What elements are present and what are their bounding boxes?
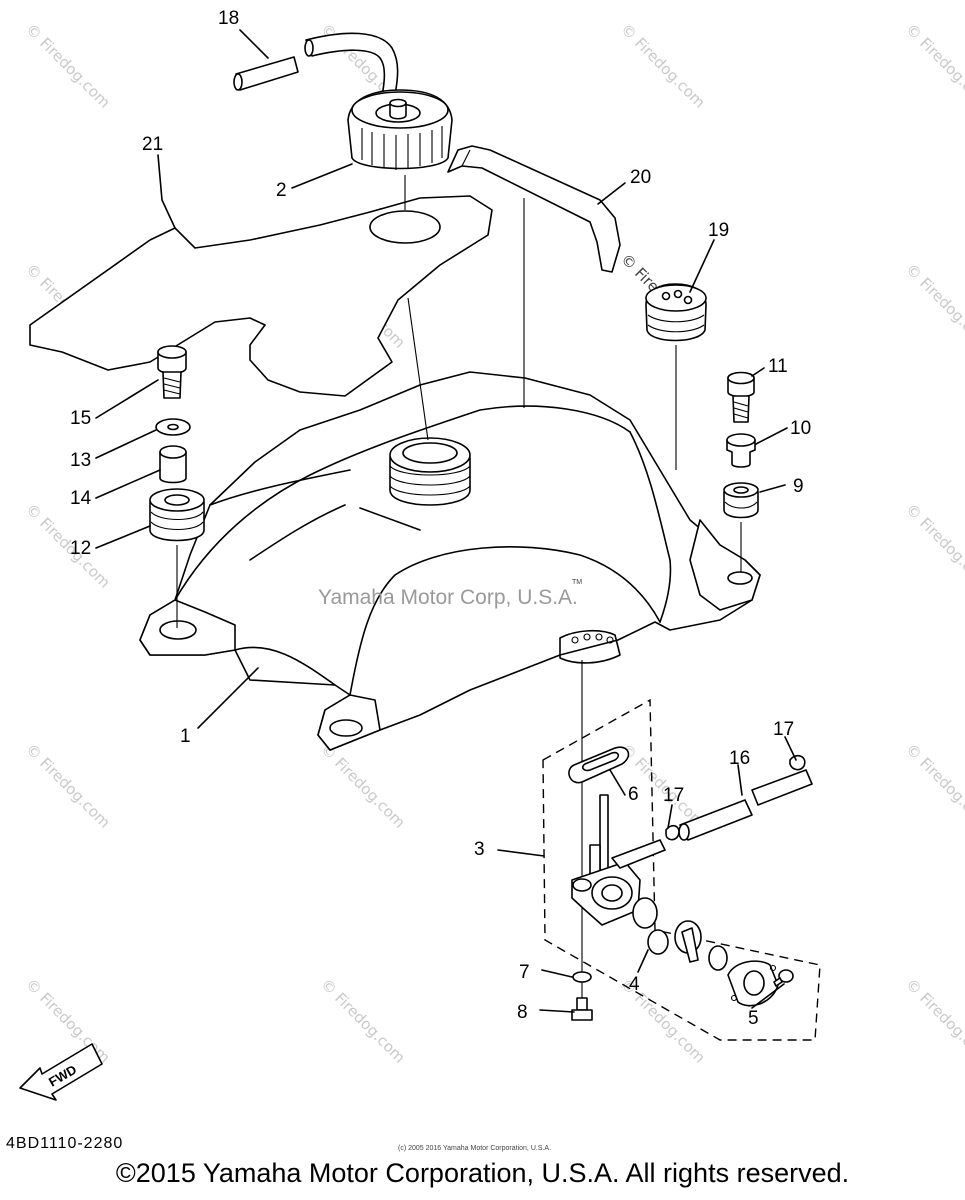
fuel-cap-2	[347, 89, 453, 170]
fwd-arrow: FWD	[19, 1043, 103, 1101]
gasket-6	[568, 746, 630, 784]
bolt-11	[727, 371, 755, 423]
tank-cover-21	[29, 195, 493, 397]
lever	[674, 920, 702, 963]
callout-9: 9	[793, 476, 804, 497]
fuel-tank-exploded-view: © Firedog.com © Firedog.com © Firedog.co…	[6, 8, 965, 1152]
watermark-text: © Firedog.com	[902, 500, 965, 592]
callout-6: 6	[628, 784, 639, 805]
watermark-text: © Firedog.com	[317, 975, 409, 1067]
callout-21: 21	[142, 134, 163, 155]
damper-9	[723, 482, 759, 519]
callout-12: 12	[70, 538, 91, 559]
callout-17: 17	[773, 719, 794, 740]
copyright-footer: ©2015 Yamaha Motor Corporation, U.S.A. A…	[115, 1158, 850, 1188]
watermark-text: © Firedog.com	[22, 975, 114, 1067]
cover-cap-hole	[369, 210, 441, 244]
callout-15: 15	[70, 408, 91, 429]
wave-washer	[708, 945, 728, 971]
leader-lines	[95, 29, 797, 1013]
watermark-text: © Firedog.com	[22, 20, 114, 112]
diagram-code: 4BD1110-2280	[6, 1135, 123, 1152]
watermark-text: © Firedog.com	[22, 740, 114, 832]
fuel-hose-16	[678, 769, 813, 841]
callout-13: 13	[70, 450, 91, 471]
screw-5	[773, 969, 794, 987]
callout-1: 1	[180, 726, 191, 747]
hose-clip-17	[665, 824, 680, 841]
callout-20: 20	[630, 167, 651, 188]
callout-17: 17	[663, 785, 684, 806]
callout-16: 16	[729, 748, 750, 769]
watermark-text: © Firedog.com	[317, 740, 409, 832]
collar-14	[159, 445, 187, 484]
drain-bolt-8	[571, 997, 593, 1021]
seal-4	[632, 897, 669, 955]
washer-7	[572, 971, 592, 983]
alignment-lines	[176, 175, 742, 1000]
watermark-text: © Firedog.com	[902, 740, 965, 832]
callout-10: 10	[790, 418, 811, 439]
callout-14: 14	[70, 488, 92, 509]
washer-13	[155, 418, 191, 436]
center-watermark: Yamaha Motor Corp, U.S.A.	[318, 586, 578, 609]
callout-19: 19	[708, 220, 729, 241]
bolt-15	[157, 345, 187, 399]
callout-7: 7	[519, 962, 530, 983]
callout-2: 2	[276, 180, 287, 201]
fuel-cock-3	[571, 794, 666, 926]
callout-5: 5	[748, 1008, 759, 1029]
callout-11: 11	[768, 356, 788, 377]
fuel-tank-1	[139, 371, 761, 751]
damper-12	[149, 488, 205, 542]
lever-plate	[727, 960, 779, 1007]
callout-labels: 1 2 3 4 5 6 7 8 9 10 11 12 13 14 15 16 1…	[70, 8, 811, 1029]
watermark-text: © Firedog.com	[902, 260, 965, 352]
watermark-text: © Firedog.com	[617, 20, 709, 112]
breather-hose-18	[233, 32, 399, 97]
trademark-mark: TM	[572, 579, 582, 586]
fuel-cock-assembly-box	[542, 698, 821, 1041]
callout-3: 3	[474, 839, 485, 860]
hose-clip-17	[789, 754, 806, 771]
callout-4: 4	[629, 974, 640, 995]
watermark-text: © Firedog.com	[902, 20, 965, 112]
tiny-copyright-notice: (c) 2005 2016 Yamaha Motor Corporation, …	[398, 1145, 551, 1152]
callout-8: 8	[517, 1002, 528, 1023]
damper-19	[645, 283, 707, 342]
watermark-text: © Firedog.com	[902, 975, 965, 1067]
collar-10	[726, 433, 756, 468]
callout-18: 18	[218, 8, 239, 29]
